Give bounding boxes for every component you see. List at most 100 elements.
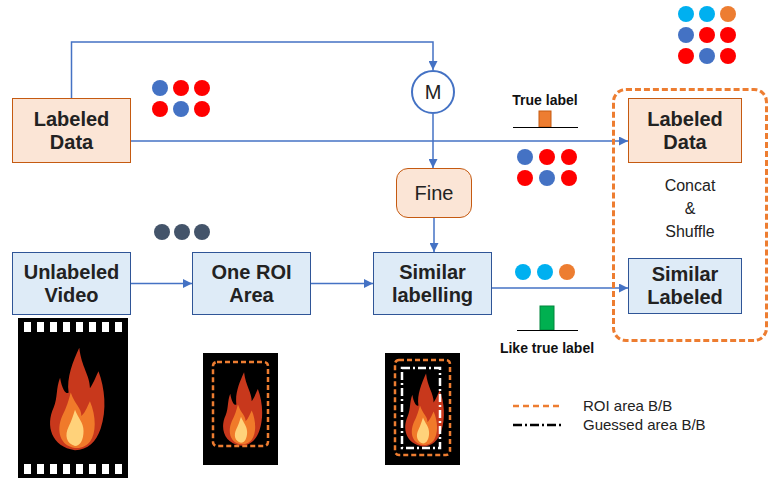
label-caption: True label: [512, 92, 577, 108]
output-group: Concat & Shuffle Labeled DataSimilar Labe…: [612, 88, 768, 342]
fire-image: [405, 374, 444, 447]
dot: [539, 149, 555, 165]
dot: [559, 264, 575, 280]
process-box: Unlabeled Video: [12, 252, 131, 315]
film-strip: [18, 318, 128, 478]
group-caption: Concat & Shuffle: [661, 174, 719, 243]
labeled-dots: [152, 80, 210, 117]
dot: [699, 6, 715, 22]
frame: [203, 353, 278, 465]
dot: [720, 6, 736, 22]
dot: [720, 48, 736, 64]
baseline: [513, 127, 578, 128]
label-caption: Like true label: [500, 340, 594, 356]
dot: [194, 80, 210, 96]
fire-image: [223, 372, 262, 446]
labeled-dots: [517, 149, 577, 186]
dot: [678, 48, 694, 64]
hole: [89, 464, 96, 474]
merge-circle: M: [411, 70, 455, 114]
legend: ROI area B/B Guessed area B/B: [513, 396, 706, 434]
data-box: Labeled Data: [12, 98, 131, 163]
hole: [24, 322, 31, 332]
hole: [24, 464, 31, 474]
swatch-line: [513, 423, 561, 426]
flow-arrow: [311, 283, 373, 285]
legend-text: ROI area B/B: [583, 397, 672, 414]
process-box: Fine: [396, 168, 472, 218]
dot: [173, 80, 189, 96]
process-box: Similar labelling: [373, 252, 492, 315]
hole: [115, 464, 122, 474]
swatch-line: [513, 404, 561, 407]
process-box: One ROI Area: [192, 252, 311, 315]
dot: [152, 101, 168, 117]
frame: [385, 353, 460, 465]
hole: [102, 464, 109, 474]
dot: [699, 27, 715, 43]
dot: [561, 149, 577, 165]
dot: [152, 80, 168, 96]
group-text-holder: Concat & Shuffle: [615, 174, 765, 243]
flow-arrow: [72, 42, 434, 98]
data-box: Similar Labeled: [628, 258, 742, 314]
dot: [720, 27, 736, 43]
hole: [63, 464, 70, 474]
dot: [561, 170, 577, 186]
bar: [540, 306, 554, 330]
hole: [37, 464, 44, 474]
fire-image: [50, 348, 104, 450]
legend-swatch: [513, 420, 561, 430]
guessed-frame: [385, 353, 460, 465]
legend-text: Guessed area B/B: [583, 416, 706, 433]
legend-swatch: [513, 401, 561, 411]
dot: [154, 224, 170, 240]
flow-arrow: [131, 283, 192, 285]
bar: [539, 111, 551, 127]
node-text: Similar labelling: [378, 261, 487, 307]
dot: [194, 224, 210, 240]
roi-box: [395, 360, 450, 455]
hole: [76, 464, 83, 474]
merged-dots: [678, 6, 736, 64]
hole: [37, 322, 44, 332]
node-text: Unlabeled Video: [17, 261, 126, 307]
dot: [174, 224, 190, 240]
true-label-bar: [513, 111, 578, 128]
node-text: Labeled Data: [633, 108, 737, 154]
node-text: Similar Labeled: [633, 263, 737, 309]
data-box: Labeled Data: [628, 98, 742, 163]
node-text: One ROI Area: [197, 261, 306, 307]
dot: [173, 101, 189, 117]
hole: [76, 322, 83, 332]
dot: [678, 6, 694, 22]
hole: [115, 322, 122, 332]
dot: [678, 27, 694, 43]
hole: [102, 322, 109, 332]
flow-arrow: [492, 287, 628, 289]
guessed-box: [402, 368, 440, 448]
hole: [50, 464, 57, 474]
hole: [63, 322, 70, 332]
dot: [539, 170, 555, 186]
roi-frame: [203, 353, 278, 465]
film-frame: [18, 318, 128, 478]
sprocket-holes: [24, 322, 122, 474]
legend-row: ROI area B/B: [513, 396, 706, 415]
like-true-label-bar: [517, 306, 578, 331]
dot: [699, 48, 715, 64]
legend-row: Guessed area B/B: [513, 415, 706, 434]
hole: [50, 322, 57, 332]
node-text: M: [425, 81, 442, 104]
flow-arrow: [433, 218, 435, 252]
dot: [517, 149, 533, 165]
dot: [515, 264, 531, 280]
unlabeled-dots: [154, 224, 210, 240]
dot: [517, 170, 533, 186]
node-text: Fine: [415, 182, 454, 205]
dot: [537, 264, 553, 280]
dot: [194, 101, 210, 117]
node-text: Labeled Data: [17, 108, 126, 154]
baseline: [517, 330, 578, 331]
